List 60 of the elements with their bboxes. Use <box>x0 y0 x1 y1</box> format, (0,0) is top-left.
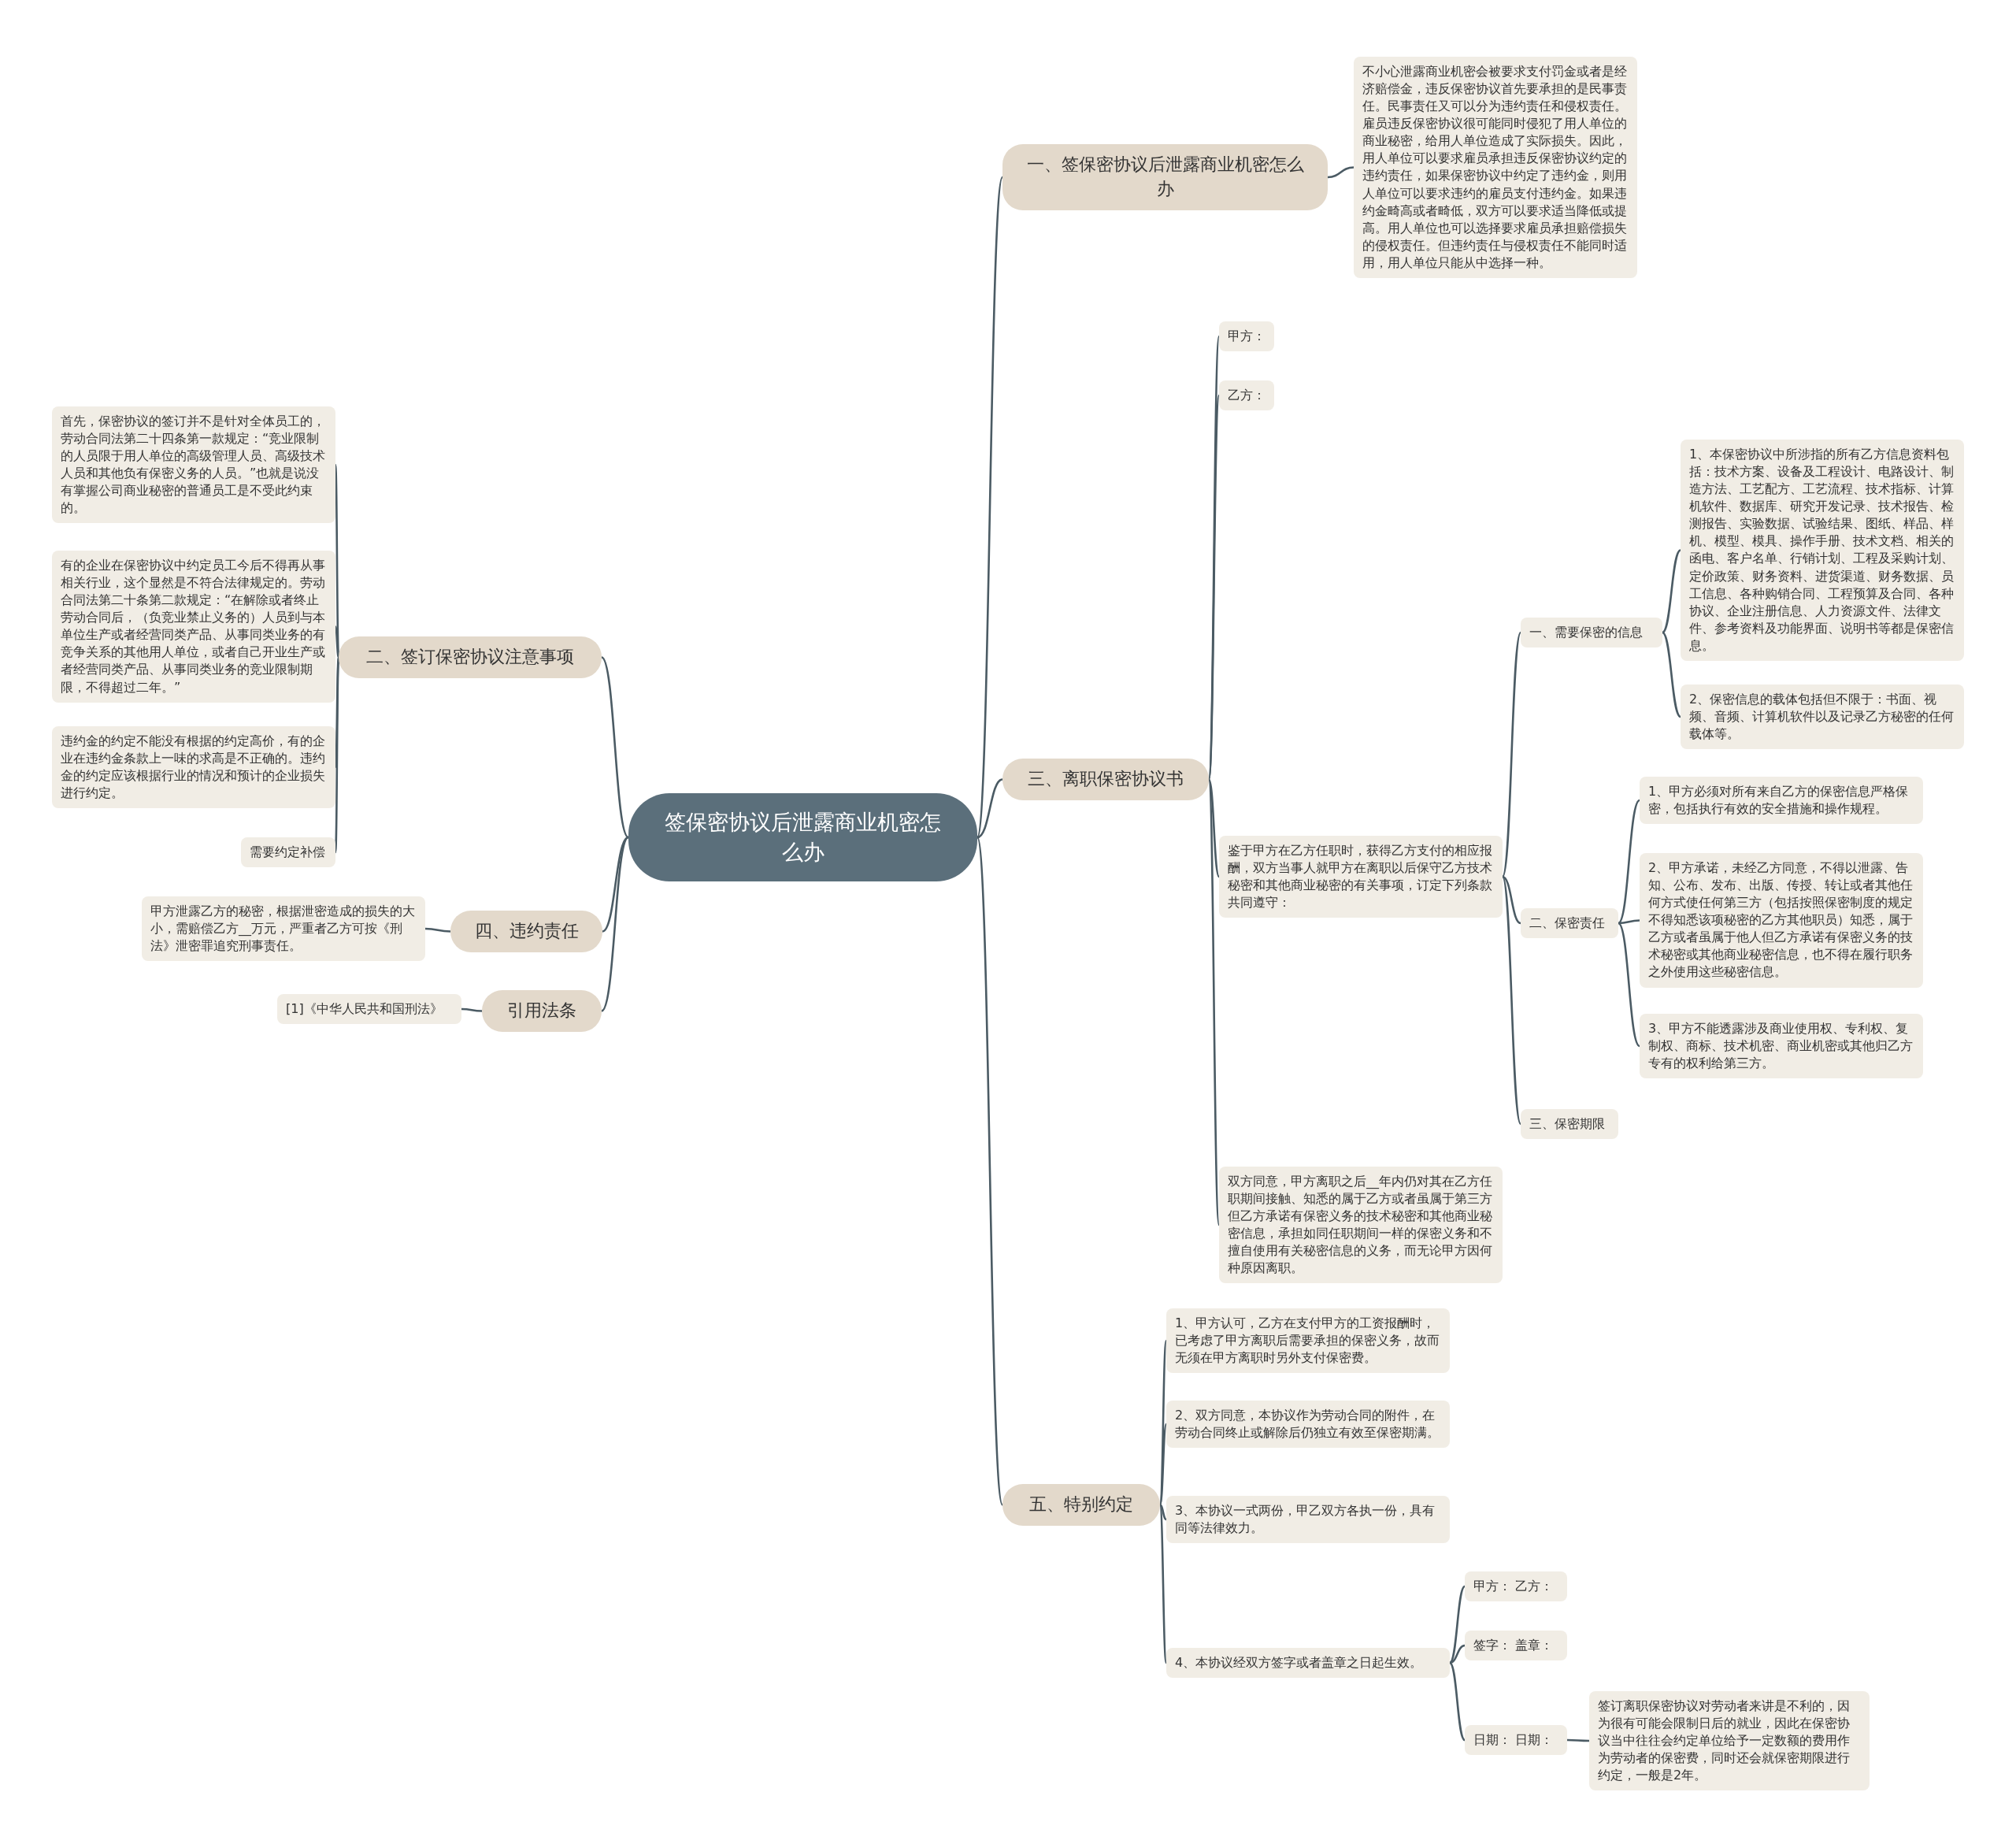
connector-line <box>1618 800 1640 924</box>
connector-line <box>1501 876 1522 1125</box>
connector-line <box>334 626 340 658</box>
note-box: 2、双方同意，本协议作为劳动合同的附件，在劳动合同终止或解除后仍独立有效至保密期满。 <box>1166 1401 1450 1449</box>
note-box: 需要约定补偿 <box>241 837 335 868</box>
connector-line <box>1502 875 1521 925</box>
connector-line <box>1158 1505 1168 1664</box>
note-box: 签字： 盖章： <box>1465 1631 1567 1661</box>
note-box: 甲方： 乙方： <box>1465 1571 1567 1602</box>
connector-line <box>601 656 629 838</box>
note-box: 3、本协议一式两份，甲乙双方各执一份，具有同等法律效力。 <box>1166 1496 1450 1544</box>
connector-line <box>1662 632 1681 718</box>
note-box: 不小心泄露商业机密会被要求支付罚金或者是经济赔偿金，违反保密协议首先要承担的是民事责任。民事责任又可以分为违约责任和侵权责任。雇员违反保密协议很可能同时侵犯了用人单位的商业秘密，给用人单位造成了实际损失。因此，用人单位可以要求雇员承担违反保密协议约定的违约责任，如果保密协议中约定了违约金，则用人单位可以要求违约的雇员支付违约金。如果违约金畸高或者畸低，双方可以要求适当降低或提高。用人单位也可以选择要求雇员承担赔偿损失的侵权责任。但违约责任与侵权责任不能同时适用，用人单位只能从中选择一种。 <box>1354 57 1637 278</box>
connector-line <box>334 657 340 853</box>
note-box: 日期： 日期： <box>1465 1725 1567 1756</box>
connector-line <box>1327 166 1354 179</box>
note-box: 1、甲方认可，乙方在支付甲方的工资报酬时，已考虑了甲方离职后需要承担的保密义务，故而无须在甲方离职时另外支付保密费。 <box>1166 1308 1450 1374</box>
note-box: 4、本协议经双方签字或者盖章之日起生效。 <box>1166 1648 1450 1679</box>
note-box: 鉴于甲方在乙方任职时，获得乙方支付的相应报酬，双方当事人就甲方在离职以后保守乙方技术秘密和其他商业秘密的有关事项，订定下列条款共同遵守： <box>1219 836 1503 918</box>
note-box: 1、甲方必须对所有来自乙方的保密信息严格保密，包括执行有效的安全措施和操作规程。 <box>1640 777 1923 825</box>
note-box: 三、保密期限 <box>1521 1109 1618 1140</box>
note-box: 首先，保密协议的签订并不是针对全体员工的，劳动合同法第二十四条第一款规定：“竞业限制的人员限于用人单位的高级管理人员、高级技术人员和其他负有保密义务的人员。”也就是说没有掌握公司商业秘密的普通员工是不受此约束的。 <box>52 406 335 524</box>
connector-line <box>1207 778 1221 877</box>
note-box: 1、本保密协议中所涉指的所有乙方信息资料包括：技术方案、设备及工程设计、电路设计、制造方法、工艺配方、工艺流程、技术指标、计算机软件、数据库、研究开发记录、技术报告、检测报告、实验数据、试验结果、图纸、样品、样机、模型、模具、操作手册、技术文档、相关的函电、客户名单、行销计划、工程及采购计划、定价政策、财务资料、进货渠道、财务数据、员工信息、各种购销合同、工程预算及合同、各种协议、企业注册信息、人力资源文件、法律文件、参考资料及功能界面、说明书等都是保密信息。 <box>1681 440 1964 661</box>
note-box: 双方同意，甲方离职之后__年内仍对其在乙方任职期间接触、知悉的属于乙方或者虽属于第三方但乙方承诺有保密义务的技术秘密和其他商业秘密信息，承担如同任职期间一样的保密义务和不擅自使用有关秘密信息的义务，而无论甲方因何种原因离职。 <box>1219 1167 1503 1284</box>
note-box: 2、保密信息的载体包括但不限于：书面、视频、音频、计算机软件以及记录乙方秘密的任何载体等。 <box>1681 685 1964 750</box>
connector-line <box>461 1007 483 1012</box>
branch-topic: 一、签保密协议后泄露商业机密怎么办 <box>1002 144 1328 210</box>
branch-topic: 四、违约责任 <box>450 911 602 952</box>
connector-line <box>424 927 451 933</box>
connector-line <box>976 176 1004 838</box>
note-box: 违约金的约定不能没有根据的约定高价，有的企业在违约金条款上一味的求高是不正确的。违约金的约定应该根据行业的情况和预计的企业损失进行约定。 <box>52 726 335 809</box>
note-box: 签订离职保密协议对劳动者来讲是不利的，因为很有可能会限制日后的就业，因此在保密协议当中往往会约定单位给予一定数额的费用作为劳动者的保密费，同时还会就保密期限进行约定，一般是2年。 <box>1589 1691 1870 1791</box>
connector-line <box>976 778 1003 839</box>
note-box: 有的企业在保密协议中约定员工今后不得再从事相关行业，这个显然是不符合法律规定的。劳动合同法第二十条第二款规定：“在解除或者终止劳动合同后，（负竞业禁止义务的）人员到与本单位生产或者经营同类产品、从事同类业务的有竞争关系的其他用人单位，或者自己开业生产或者经营同类产品、从事同类业务的竞业限制期限，不得超过二年。” <box>52 551 335 703</box>
note-box: 3、甲方不能透露涉及商业使用权、专利权、复制权、商标、技术机密、商业机密或其他归乙方专有的权利给第三方。 <box>1640 1014 1923 1079</box>
connector-line <box>1449 1586 1466 1664</box>
connector-line <box>1618 922 1640 1047</box>
note-box: [1]《中华人民共和国刑法》 <box>277 994 461 1025</box>
connector-line <box>1449 1644 1466 1664</box>
connector-line <box>1159 1504 1167 1520</box>
connector-line <box>1662 549 1681 634</box>
connector-line <box>1501 632 1522 877</box>
note-box: 2、甲方承诺，未经乙方同意，不得以泄露、告知、公布、发布、出版、传授、转让或者其他任何方式使任何第三方（包括按照保密制度的规定不得知悉该项秘密的乙方其他职员）知悉，属于乙方或者虽属于他人但乙方承诺有保密义务的技术秘密或其他商业秘密信息，也不得在履行职务之外使用这些秘密信息。 <box>1640 853 1923 988</box>
connector-line <box>1158 1423 1168 1505</box>
connector-line <box>976 837 1004 1505</box>
note-box: 一、需要保密的信息 <box>1521 618 1662 648</box>
note-box: 二、保密责任 <box>1521 908 1618 939</box>
branch-topic: 三、离职保密协议书 <box>1002 759 1209 800</box>
note-box: 乙方： <box>1219 380 1274 411</box>
branch-topic: 引用法条 <box>482 990 602 1032</box>
connector-line <box>601 837 629 1012</box>
branch-topic: 二、签订保密协议注意事项 <box>339 636 602 678</box>
central-topic: 签保密协议后泄露商业机密怎么办 <box>628 793 977 881</box>
note-box: 甲方泄露乙方的秘密，根据泄密造成的损失的大小，需赔偿乙方__万元，严重者乙方可按《刑法》泄密罪追究刑事责任。 <box>142 896 425 962</box>
branch-topic: 五、特别约定 <box>1002 1484 1160 1526</box>
connector-line <box>1618 919 1640 925</box>
connector-line <box>1449 1662 1466 1741</box>
note-box: 甲方： <box>1219 321 1274 352</box>
connector-line <box>1567 1738 1589 1742</box>
